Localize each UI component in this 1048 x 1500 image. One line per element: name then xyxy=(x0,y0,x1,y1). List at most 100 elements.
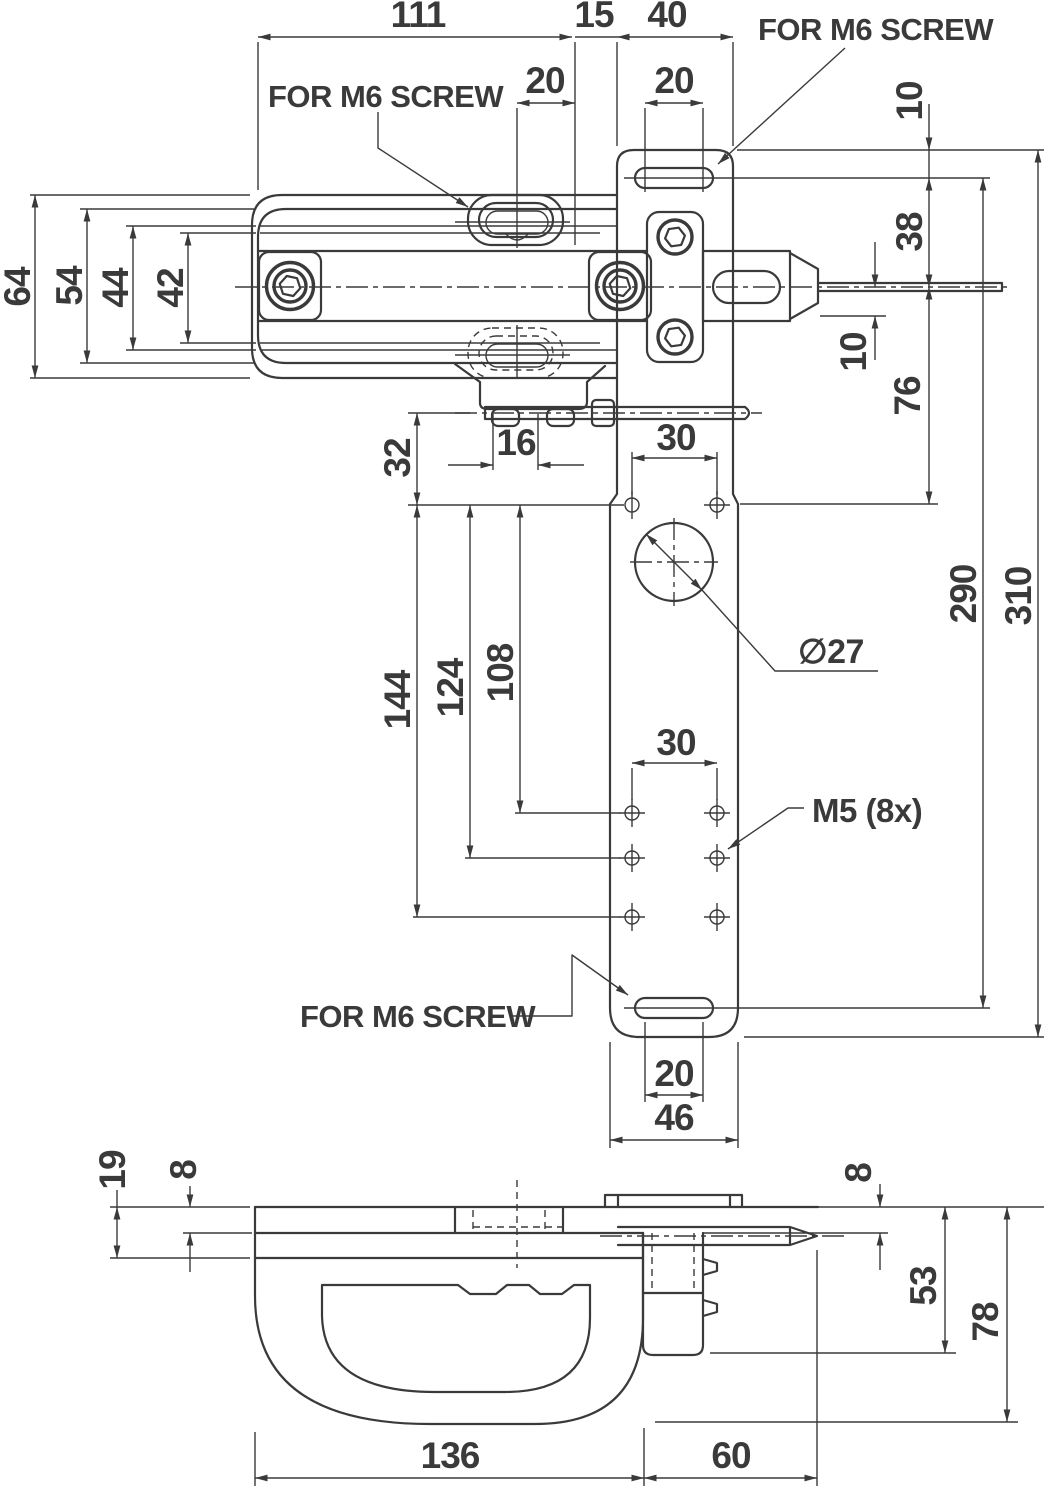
dim-32: 32 xyxy=(377,413,421,505)
dim-42-value: 42 xyxy=(150,268,191,308)
dim-20-right: 20 xyxy=(645,60,703,107)
dim-8-left-value: 8 xyxy=(163,1160,204,1180)
dimensions-main: 111 15 40 20 20 64 xyxy=(0,0,1044,1148)
slot-top-left xyxy=(455,193,570,247)
dim-40: 40 xyxy=(617,0,733,41)
dim-20-bottom: 20 xyxy=(645,1053,703,1099)
dim-53-value: 53 xyxy=(903,1266,944,1306)
callout-dia-27: ∅27 xyxy=(645,533,878,672)
handle-outer xyxy=(253,1205,645,1426)
dim-20-right-value: 20 xyxy=(654,60,694,101)
handle-inner xyxy=(320,1283,592,1394)
dim-64: 64 xyxy=(0,195,39,378)
dim-124-value: 124 xyxy=(430,657,471,717)
dim-20-left: 20 xyxy=(517,60,575,107)
dim-111-value: 111 xyxy=(391,0,446,35)
callout-m6-top-left-text: FOR M6 SCREW xyxy=(268,79,504,114)
latch-housing xyxy=(250,193,751,428)
dim-78-value: 78 xyxy=(965,1302,1006,1342)
dim-54: 54 xyxy=(49,209,91,363)
dim-16: 16 xyxy=(448,422,584,469)
callout-m6-bottom: FOR M6 SCREW xyxy=(300,954,629,1034)
dim-30-lower: 30 xyxy=(632,722,717,767)
dim-10-bolt-value: 10 xyxy=(833,332,874,372)
callout-m6-top-right-text: FOR M6 SCREW xyxy=(758,12,994,47)
dim-46-value: 46 xyxy=(654,1097,694,1138)
pin-bracket xyxy=(453,362,751,428)
callout-m5-text: M5 (8x) xyxy=(812,792,922,829)
callout-dia-27-text: ∅27 xyxy=(798,633,864,671)
side-view: 19 8 8 53 78 136 xyxy=(92,1150,1044,1486)
dim-30-lower-value: 30 xyxy=(656,722,696,763)
dimensions-side: 19 8 8 53 78 136 xyxy=(92,1150,1018,1486)
hex-screw-right xyxy=(594,260,646,312)
upper-holes xyxy=(624,491,730,519)
dim-10-bolt: 10 xyxy=(833,242,879,372)
dim-78: 78 xyxy=(965,1207,1011,1422)
dim-290-value: 290 xyxy=(943,564,984,623)
dim-76: 76 xyxy=(887,287,933,504)
dim-42: 42 xyxy=(150,233,192,343)
dim-124: 124 xyxy=(430,505,474,858)
dim-60: 60 xyxy=(644,1435,817,1482)
dim-19-value: 19 xyxy=(92,1150,133,1190)
dim-15: 15 xyxy=(574,0,617,38)
latch-bolt xyxy=(701,249,1004,323)
threaded-rod xyxy=(816,281,1004,293)
callout-m6-top-right: FOR M6 SCREW xyxy=(717,12,995,165)
dim-108-value: 108 xyxy=(480,643,521,702)
dim-38: 38 xyxy=(889,178,933,287)
dim-44: 44 xyxy=(95,226,137,350)
dim-44-value: 44 xyxy=(95,267,136,308)
dim-64-value: 64 xyxy=(0,266,38,307)
catch-section xyxy=(641,1231,719,1357)
dim-310-value: 310 xyxy=(998,566,1039,625)
dim-8-right: 8 xyxy=(838,1163,884,1270)
dim-144-value: 144 xyxy=(377,669,418,729)
main-view: 111 15 40 20 20 64 xyxy=(0,0,1044,1148)
screw-pad-left xyxy=(257,250,323,322)
callout-m6-top-left: FOR M6 SCREW xyxy=(268,79,505,208)
callout-m6-bottom-text: FOR M6 SCREW xyxy=(300,999,536,1034)
hex-screw-bracket-top xyxy=(656,218,694,256)
dim-40-value: 40 xyxy=(647,0,687,35)
dim-290: 290 xyxy=(943,178,987,1008)
dim-10-top-value: 10 xyxy=(889,81,930,121)
hex-screw-bracket-bottom xyxy=(656,318,694,356)
screw-pad-right xyxy=(587,250,653,322)
dim-108: 108 xyxy=(480,505,524,813)
callouts-main: FOR M6 SCREW FOR M6 SCREW ∅27 M5 (8x) FO… xyxy=(268,12,995,1034)
keeper-bracket xyxy=(645,210,705,364)
dim-8-right-value: 8 xyxy=(838,1163,879,1183)
slot-bottom-left xyxy=(455,325,570,379)
dim-30-upper-value: 30 xyxy=(656,417,696,458)
dim-16-value: 16 xyxy=(496,422,536,463)
dim-20-left-value: 20 xyxy=(525,60,565,101)
dim-19: 19 xyxy=(92,1150,133,1258)
dim-53: 53 xyxy=(903,1207,949,1353)
hex-screw-left xyxy=(264,260,316,312)
dim-54-value: 54 xyxy=(49,265,90,306)
dim-76-value: 76 xyxy=(887,376,928,416)
plate-section xyxy=(603,1193,744,1209)
dim-310: 310 xyxy=(998,150,1042,1037)
dim-144: 144 xyxy=(377,505,421,917)
side-body xyxy=(253,1180,1044,1426)
dim-15-value: 15 xyxy=(574,0,614,35)
pin-collar xyxy=(590,398,616,428)
callout-m5: M5 (8x) xyxy=(727,792,923,850)
center-lines xyxy=(235,286,1008,606)
dim-8-left: 8 xyxy=(163,1160,204,1272)
dim-60-value: 60 xyxy=(711,1435,751,1476)
dim-136: 136 xyxy=(255,1435,644,1482)
hole-dia-27 xyxy=(633,521,715,603)
bolt-section xyxy=(600,1225,845,1247)
dim-10-top: 10 xyxy=(889,81,933,178)
dim-46: 46 xyxy=(610,1097,738,1144)
dim-30-upper: 30 xyxy=(632,417,717,462)
dim-136-value: 136 xyxy=(421,1435,480,1476)
dim-38-value: 38 xyxy=(889,212,930,252)
dim-32-value: 32 xyxy=(377,438,418,478)
